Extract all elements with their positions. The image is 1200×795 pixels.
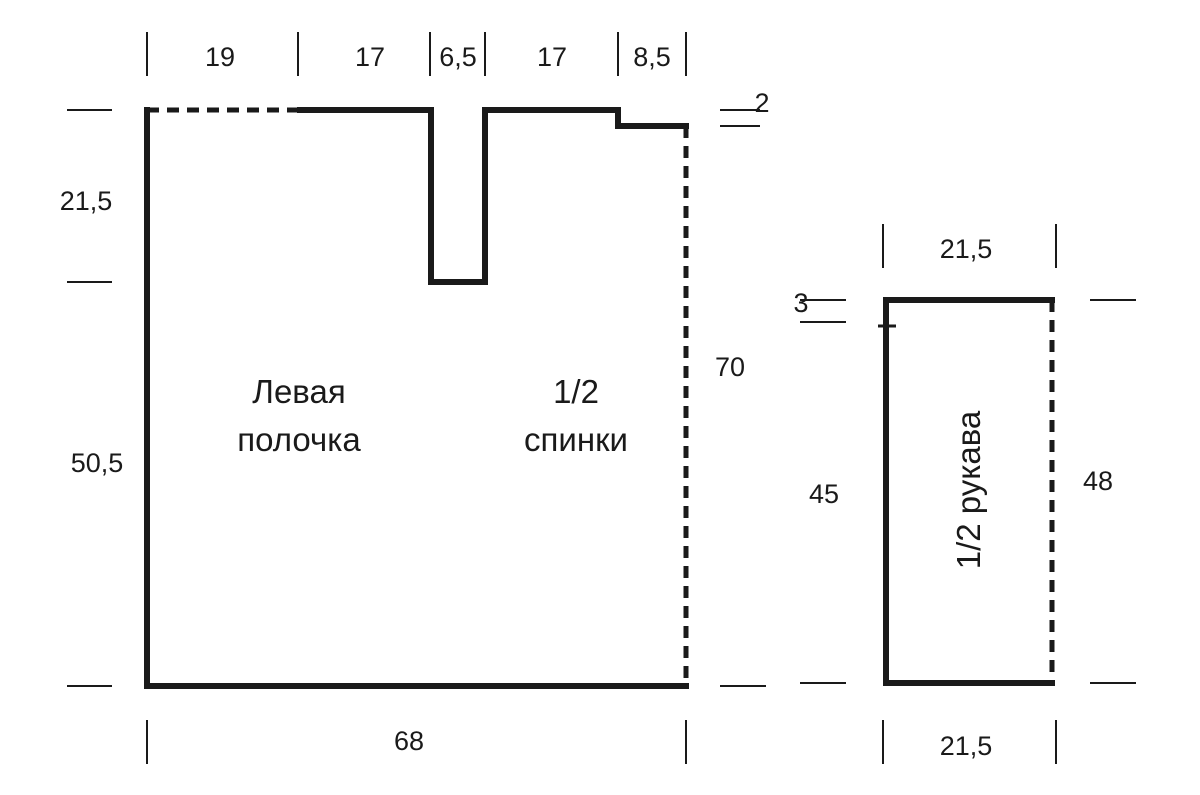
sleeve-bottom-ticks [882,720,1057,764]
sleeve-left-height-label: 45 [809,479,839,509]
body-outline [144,107,689,689]
sleeve-piece [878,297,1055,686]
sleeve-top-ticks [882,224,1057,268]
total-height-label: 70 [715,352,745,382]
back-label-line2: спинки [524,421,628,458]
top-width-2: 17 [355,42,385,72]
sleeve-top-width-label: 21,5 [940,234,993,264]
top-width-3: 6,5 [439,42,477,72]
front-label-line2: полочка [237,421,361,458]
body-right-ticks [720,109,766,687]
top-width-4: 17 [537,42,567,72]
sleeve-right-ticks [1090,299,1136,684]
body-left-ticks [67,109,112,687]
front-label-line1: Левая [252,373,345,410]
top-width-5: 8,5 [633,42,671,72]
sleeve-left-ticks [800,299,846,684]
side-height-label: 50,5 [71,448,124,478]
top-width-1: 19 [205,42,235,72]
bottom-width-label: 68 [394,726,424,756]
sleeve-right-height-label: 48 [1083,466,1113,496]
body-bottom-ticks [146,720,687,764]
back-label-line1: 1/2 [553,373,599,410]
shoulder-drop-label: 2 [754,88,769,118]
body-piece [144,107,689,689]
sleeve-label: 1/2 рукава [950,410,987,569]
body-top-ticks [146,32,687,76]
neck-depth-label: 21,5 [60,186,113,216]
sleeve-top-offset-label: 3 [793,288,808,318]
sleeve-outline [883,297,1055,686]
sleeve-bottom-width-label: 21,5 [940,731,993,761]
